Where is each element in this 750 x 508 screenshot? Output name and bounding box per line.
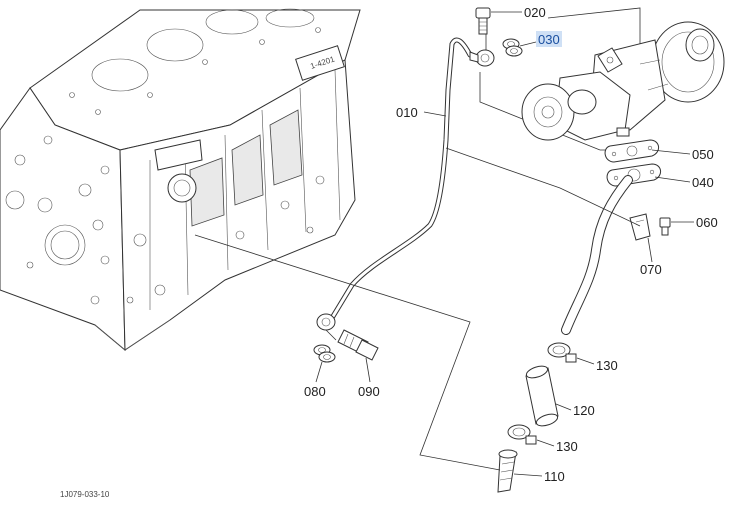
- pipe-joint-110: [497, 449, 518, 493]
- callout-040: 040: [692, 175, 714, 190]
- turbocharger: [479, 7, 725, 158]
- callout-030: 030: [538, 32, 560, 47]
- callout-090: 090: [358, 384, 380, 399]
- callout-080: 080: [304, 384, 326, 399]
- washer-030: [502, 38, 523, 57]
- assembly-lines: [194, 11, 694, 477]
- callout-130-lower: 130: [556, 439, 578, 454]
- callout-050: 050: [692, 147, 714, 162]
- flange-040: [606, 163, 661, 187]
- callout-030-highlight: [536, 31, 562, 47]
- figure-code: 1J079-033-10: [60, 490, 110, 499]
- banjo-bolt-090: [337, 329, 379, 361]
- washer-080: [313, 344, 336, 363]
- hose-clamp-130-lower: [507, 424, 537, 445]
- callout-110: 110: [544, 469, 565, 484]
- callout-120: 120: [573, 403, 595, 418]
- oil-pipe-010: [316, 37, 495, 331]
- gasket-050: [604, 139, 659, 163]
- hose-120: [525, 365, 559, 427]
- callout-070: 070: [640, 262, 662, 277]
- callout-020: 020: [524, 5, 546, 20]
- callout-130-upper: 130: [596, 358, 618, 373]
- clamp-070: [629, 213, 651, 241]
- hose-clamp-130-upper: [547, 342, 577, 363]
- bolt-020: [475, 7, 491, 35]
- callout-010: 010: [396, 105, 418, 120]
- oil-return-pipe: [561, 175, 633, 335]
- bolt-060: [659, 217, 671, 236]
- callout-060: 060: [696, 215, 718, 230]
- engine-block: 1-4201: [0, 8, 361, 352]
